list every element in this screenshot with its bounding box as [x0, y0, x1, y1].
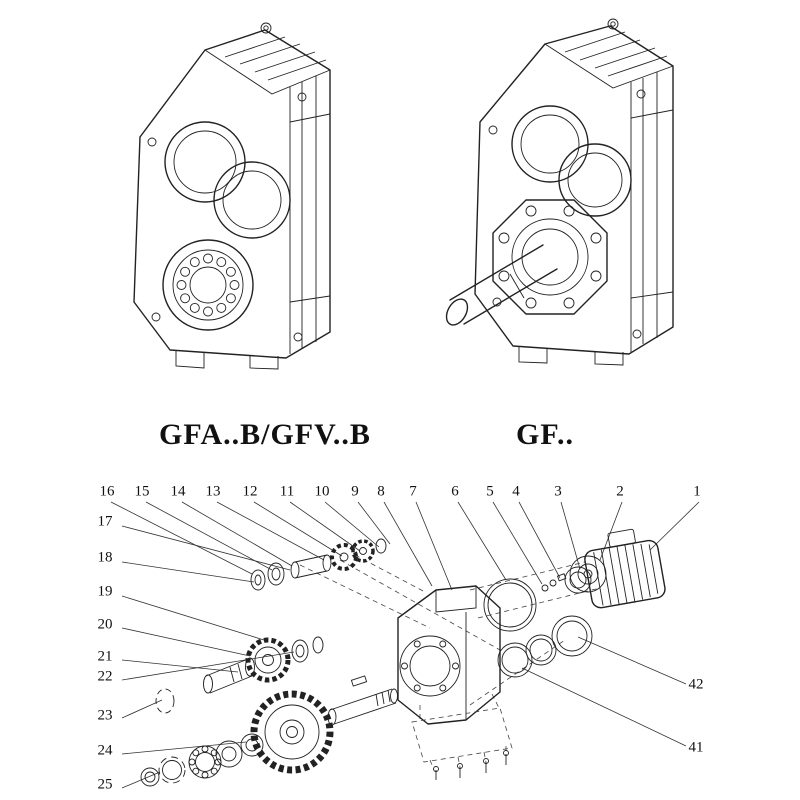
part-number-label: 5	[486, 483, 494, 500]
part-number-label: 21	[97, 648, 113, 665]
output-flange	[492, 199, 608, 315]
part-number-label: 22	[97, 668, 113, 685]
leader-lines-top	[110, 501, 700, 591]
part-number-label: 15	[134, 483, 150, 500]
part-number-label: 10	[314, 483, 330, 500]
part-number-label: 20	[97, 616, 113, 633]
output-gear-parts	[140, 675, 398, 787]
gear-bores	[164, 121, 291, 239]
exploded-parts-diagram-icon	[110, 501, 700, 789]
part-number-label: 2	[616, 483, 624, 500]
gear-bores	[511, 105, 632, 217]
cover-plate-and-bolts	[411, 707, 513, 780]
part-number-label: 7	[409, 483, 417, 500]
part-number-label: 14	[170, 483, 186, 500]
part-number-label: 11	[279, 483, 295, 500]
leader-lines-left	[121, 525, 295, 789]
gearbox-output-shaft-drawing-icon	[445, 18, 674, 366]
housing-outline	[133, 22, 331, 370]
part-number-label: 17	[97, 513, 113, 530]
part-number-label: 19	[97, 583, 113, 600]
part-number-label: 13	[205, 483, 221, 500]
part-number-label: 4	[512, 483, 520, 500]
figure-caption-gfab-gfvb: GFA..B/GFV..B	[159, 418, 371, 451]
part-number-label: 41	[688, 739, 704, 756]
housing-outline	[474, 18, 674, 366]
part-number-label: 24	[97, 742, 113, 759]
part-number-label: 23	[97, 707, 113, 724]
leader-lines-right	[521, 636, 687, 747]
part-number-label: 18	[97, 549, 113, 566]
intermediate-gear-parts	[155, 636, 324, 714]
part-number-label: 42	[688, 676, 704, 693]
construction-lines	[299, 554, 601, 722]
part-number-label: 9	[351, 483, 359, 500]
motor	[569, 528, 666, 609]
part-number-label: 16	[99, 483, 115, 500]
gearbox-hollow-shaft-drawing-icon	[133, 22, 331, 370]
part-number-label: 8	[377, 483, 385, 500]
output-shaft	[445, 244, 558, 326]
output-side-rings	[497, 615, 593, 678]
figure-caption-gf: GF..	[516, 418, 574, 451]
input-shaft-parts	[250, 538, 387, 591]
part-number-label: 25	[97, 776, 113, 793]
gear-housing	[397, 585, 501, 725]
part-number-label: 12	[242, 483, 258, 500]
output-bearing	[162, 239, 254, 331]
part-number-label: 3	[554, 483, 562, 500]
part-number-label: 6	[451, 483, 459, 500]
part-number-label: 1	[693, 483, 701, 500]
